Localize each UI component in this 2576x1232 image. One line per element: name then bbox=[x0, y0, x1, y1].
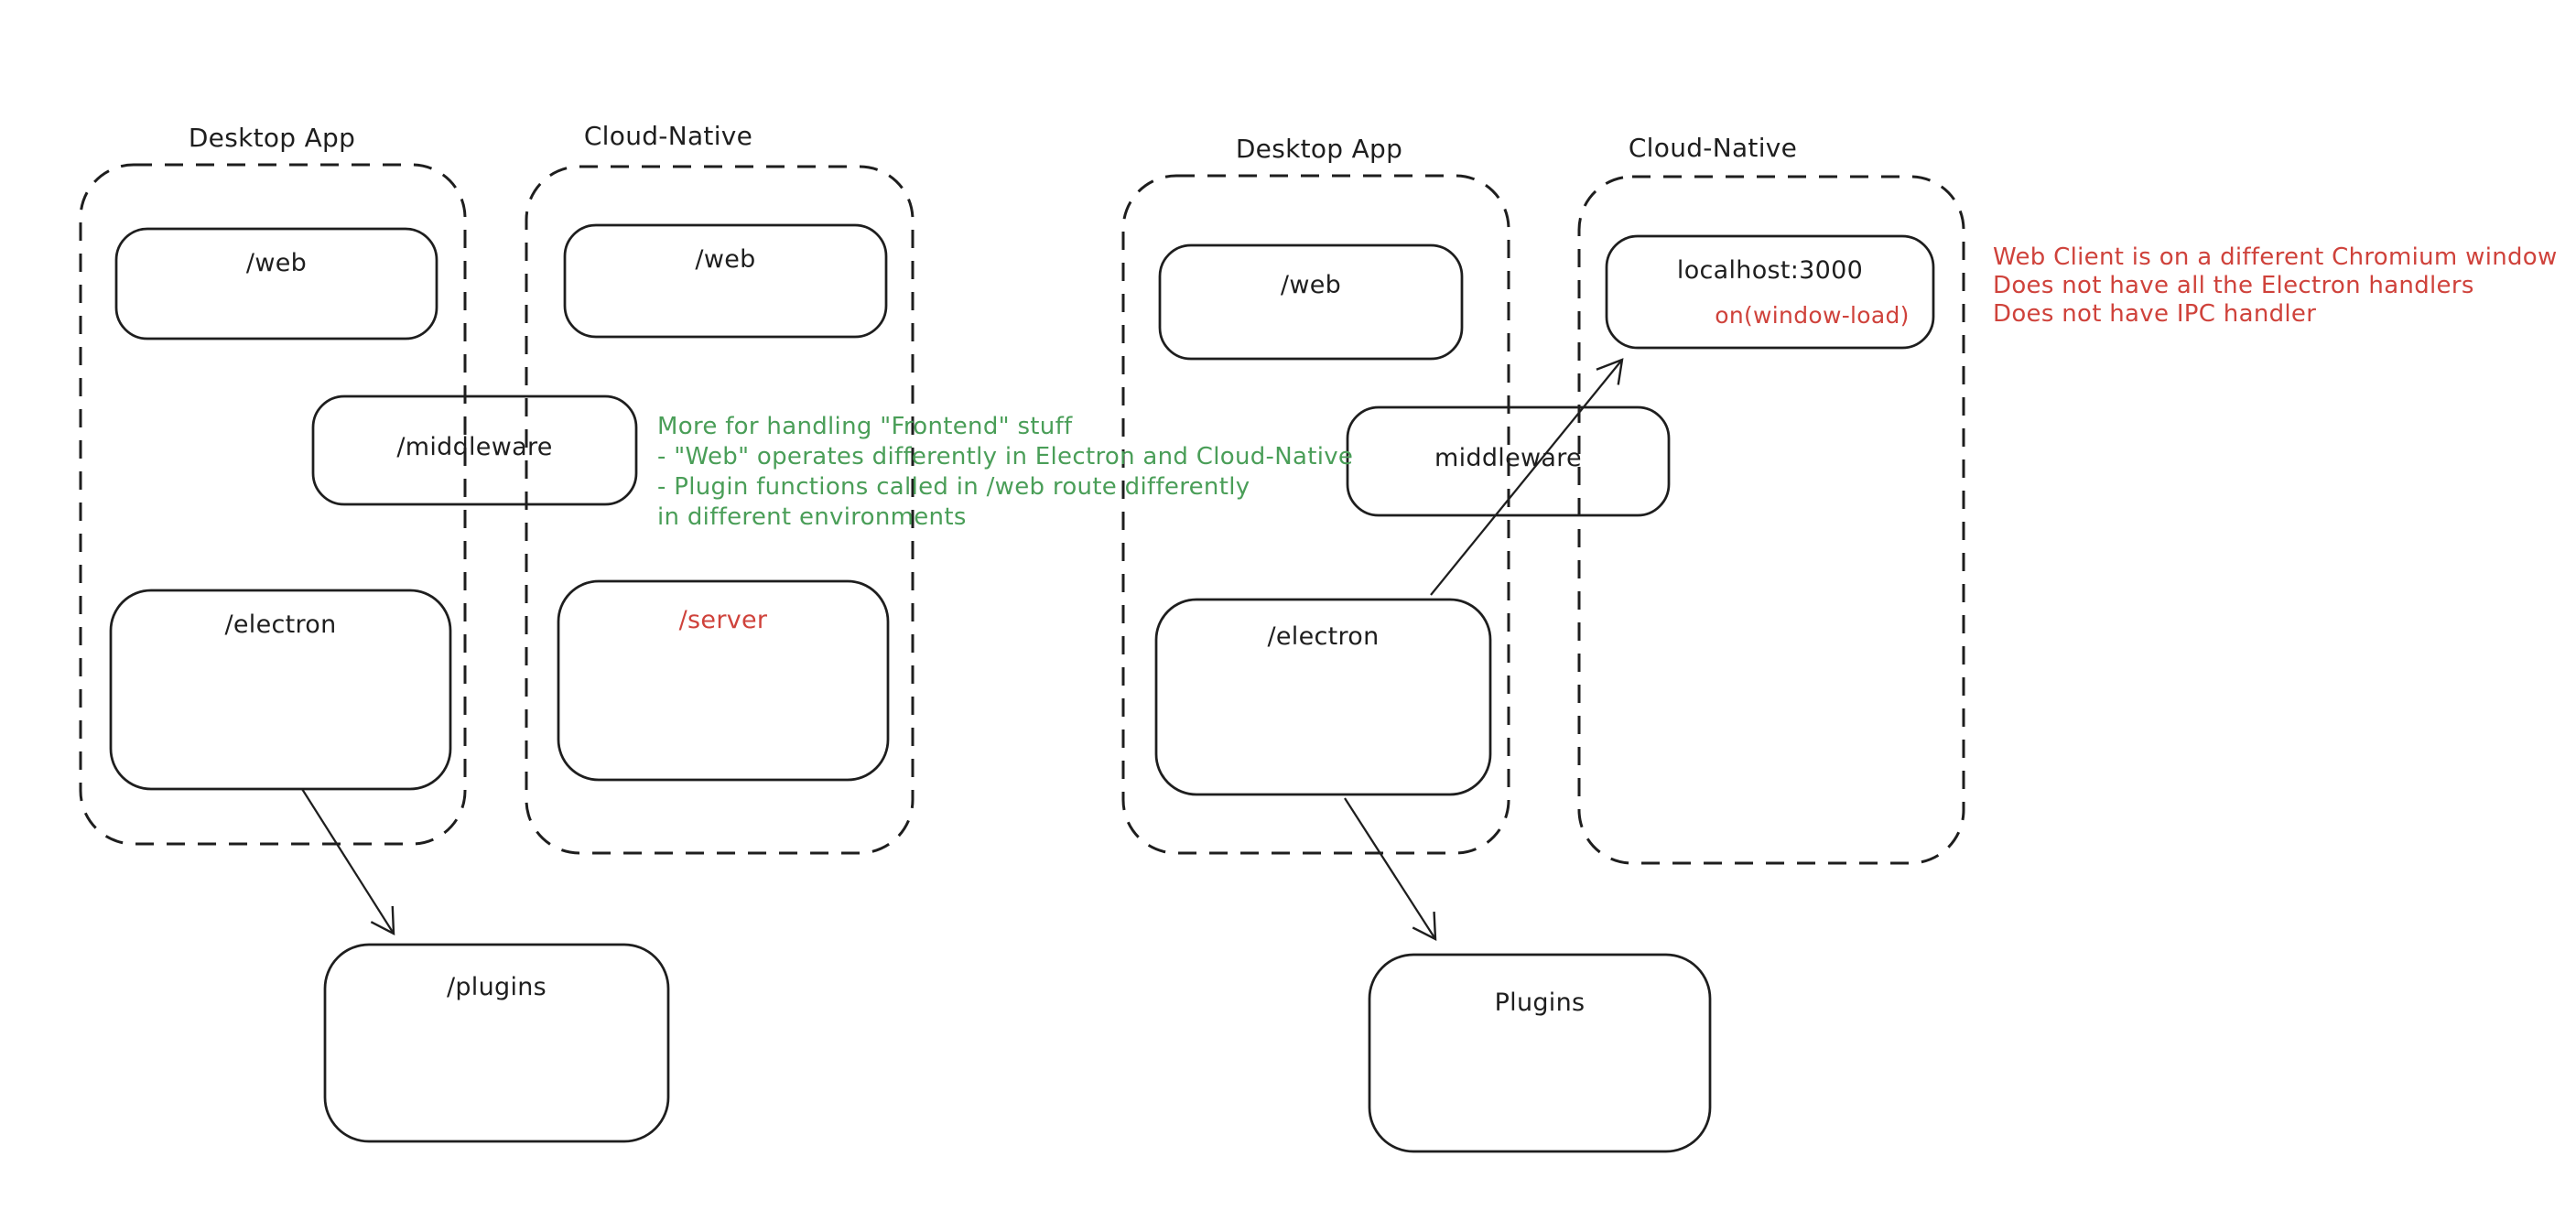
group-box-cloud-native-2 bbox=[1577, 175, 1965, 865]
node-label-electron-1: /electron bbox=[224, 611, 337, 639]
group-label-cloud-native-1: Cloud-Native bbox=[583, 121, 753, 151]
node-box-middleware-1 bbox=[311, 394, 638, 506]
annotation-line: - "Web" operates differently in Electron… bbox=[657, 443, 1354, 470]
node-label-web-cloud-1: /web bbox=[695, 245, 756, 274]
annotation-line: Web Client is on a different Chromium wi… bbox=[1993, 243, 2558, 271]
node-label-plugins-2: Plugins bbox=[1494, 989, 1586, 1017]
node-box-web-cloud-1 bbox=[563, 223, 888, 339]
node-label-middleware-2: middleware bbox=[1434, 444, 1582, 472]
annotation-line: - Plugin functions called in /web route … bbox=[657, 473, 1250, 501]
group-label-desktop-app-1: Desktop App bbox=[188, 123, 356, 153]
annotation-line: Does not have IPC handler bbox=[1993, 300, 2317, 328]
node-label-plugins-1: /plugins bbox=[446, 973, 547, 1001]
node-label-localhost: localhost:3000 bbox=[1676, 256, 1864, 285]
arrow-electron2-to-localhost bbox=[1430, 358, 1624, 596]
node-box-plugins-2 bbox=[1368, 953, 1712, 1153]
node-label-server: /server bbox=[678, 606, 768, 634]
node-label-window-load: on(window-load) bbox=[1715, 302, 1910, 329]
node-box-plugins-1 bbox=[323, 943, 670, 1143]
node-label-web-desktop-2: /web bbox=[1280, 271, 1342, 299]
group-box-cloud-native-1 bbox=[525, 165, 915, 855]
node-label-electron-2: /electron bbox=[1267, 622, 1380, 651]
group-label-cloud-native-2: Cloud-Native bbox=[1628, 133, 1798, 163]
annotation-line: Does not have all the Electron handlers bbox=[1993, 272, 2474, 299]
annotation-red-webclient-note: Web Client is on a different Chromium wi… bbox=[1993, 243, 2558, 329]
group-box-desktop-app-2 bbox=[1121, 174, 1510, 855]
node-label-web-desktop-1: /web bbox=[245, 249, 308, 277]
arrow-electron1-to-plugins1 bbox=[301, 788, 395, 936]
node-box-web-desktop-2 bbox=[1158, 243, 1464, 361]
annotation-green-frontend-note: More for handling "Frontend" stuff - "We… bbox=[657, 412, 1353, 533]
node-box-electron-2 bbox=[1154, 598, 1492, 796]
node-box-middleware-2 bbox=[1346, 405, 1671, 517]
group-label-desktop-app-2: Desktop App bbox=[1235, 134, 1403, 164]
arrow-electron2-to-plugins2 bbox=[1344, 797, 1437, 942]
node-box-localhost bbox=[1605, 234, 1935, 350]
node-box-electron-1 bbox=[109, 589, 452, 791]
node-box-web-desktop-1 bbox=[114, 227, 438, 340]
node-box-server bbox=[557, 579, 890, 782]
annotation-line: More for handling "Frontend" stuff bbox=[657, 413, 1073, 440]
group-box-desktop-app-1 bbox=[79, 163, 467, 846]
annotation-line: in different environments bbox=[657, 503, 967, 531]
node-label-middleware-1: /middleware bbox=[396, 433, 553, 461]
